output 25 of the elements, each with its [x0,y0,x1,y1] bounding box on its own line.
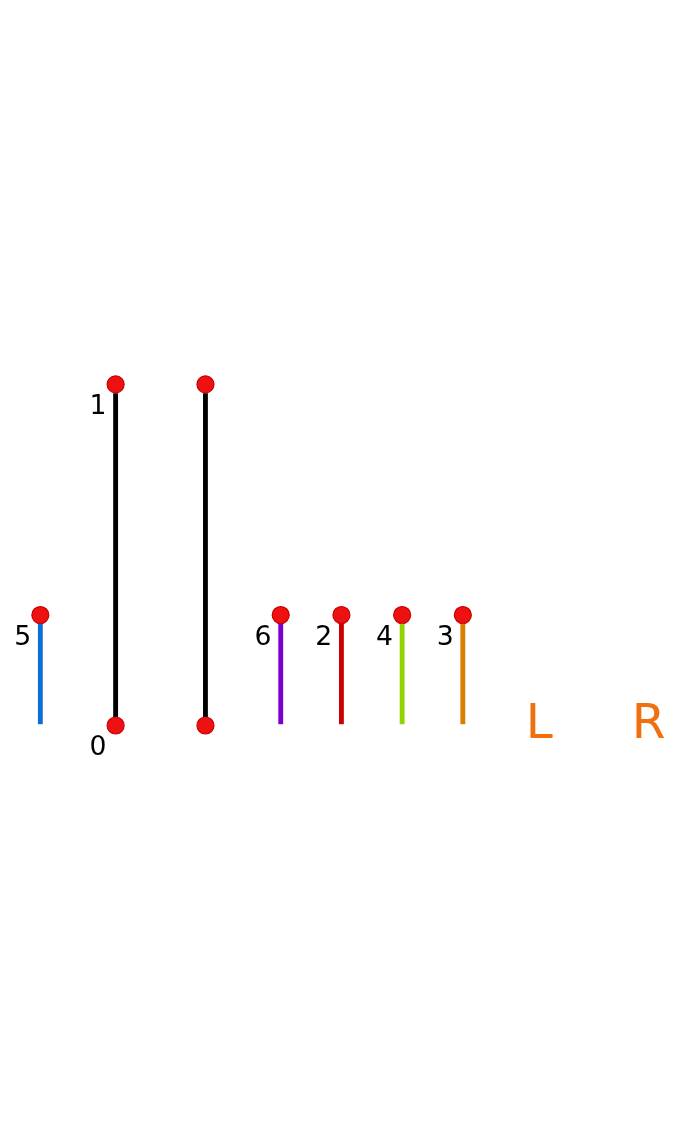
node-circle [271,605,290,625]
connector [203,393,208,717]
node-circle [196,375,215,394]
node-label: 1 [89,389,107,421]
node-label: 6 [254,619,272,651]
node-label: 0 [89,730,107,762]
node-circle [106,716,125,735]
node-circle [393,605,412,625]
label: R [631,692,666,749]
connector [37,623,43,725]
connector [339,623,344,725]
node-circle [31,605,50,625]
connector [113,393,119,717]
label: L [525,692,553,749]
connector [399,623,405,725]
node-label: 2 [315,619,333,651]
node-label: 5 [14,619,32,651]
node-circle [332,605,351,625]
node-circle [196,716,215,735]
node-label: 4 [376,619,394,651]
node-circle [453,605,472,625]
connector [278,623,284,725]
connector [460,623,466,725]
node-label: 3 [436,619,454,651]
node-circle [106,375,125,394]
